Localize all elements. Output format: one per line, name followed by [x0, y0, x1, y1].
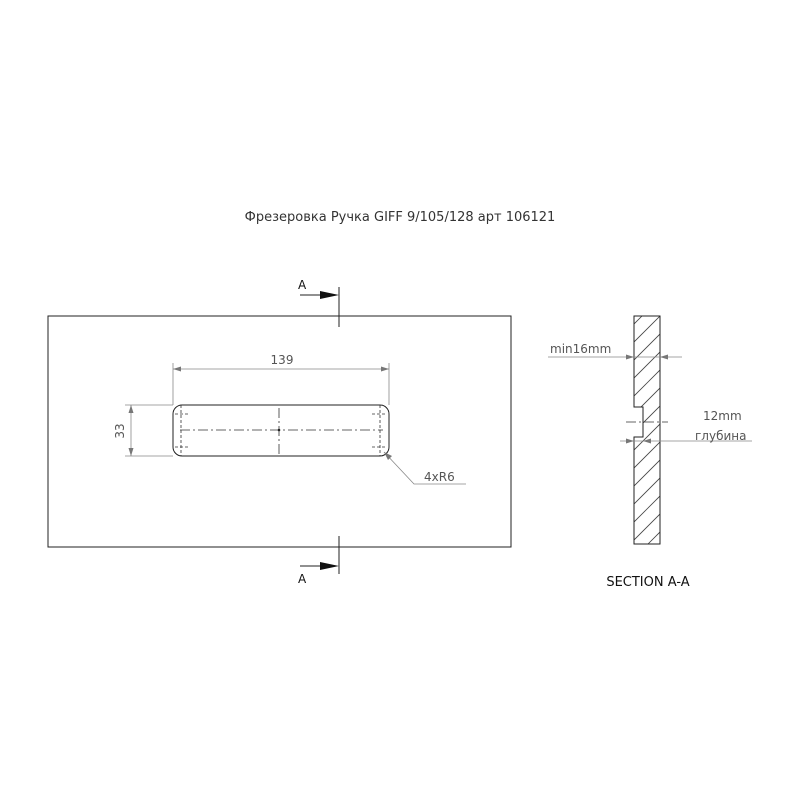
section-label-top: A [298, 278, 307, 292]
slot-center-point [277, 428, 281, 432]
section-title: SECTION A-A [606, 575, 689, 590]
depth-word: глубина [695, 429, 746, 443]
radius-leader [383, 451, 466, 485]
thickness-arrow-left [626, 354, 634, 360]
thickness-note: min16mm [550, 342, 611, 356]
front-view: A A 139 33 4 [47, 278, 512, 586]
radius-leader-arrow [384, 452, 392, 460]
depth-value: 12mm [703, 409, 742, 423]
width-dimension-label: 139 [271, 353, 294, 367]
section-label-bottom: A [298, 572, 307, 586]
depth-arrow-right [643, 438, 651, 444]
height-arrow-bottom [128, 448, 134, 456]
radius-note: 4xR6 [424, 470, 455, 484]
width-arrow-left [173, 366, 181, 372]
thickness-arrow-right [660, 354, 668, 360]
section-outline [633, 315, 661, 545]
depth-arrow-left [626, 438, 634, 444]
section-view: min16mm 12mm глубина SECTION A-A [548, 315, 752, 590]
panel-outline [47, 315, 512, 548]
height-arrow-top [128, 405, 134, 413]
section-arrow-bottom-head [320, 562, 339, 570]
section-arrow-top-head [320, 291, 339, 299]
height-dimension-label: 33 [113, 423, 127, 438]
drawing-title: Фрезеровка Ручка GIFF 9/105/128 арт 1061… [245, 210, 556, 225]
width-arrow-right [381, 366, 389, 372]
milled-slot [172, 404, 390, 457]
section-hatching [634, 316, 660, 544]
